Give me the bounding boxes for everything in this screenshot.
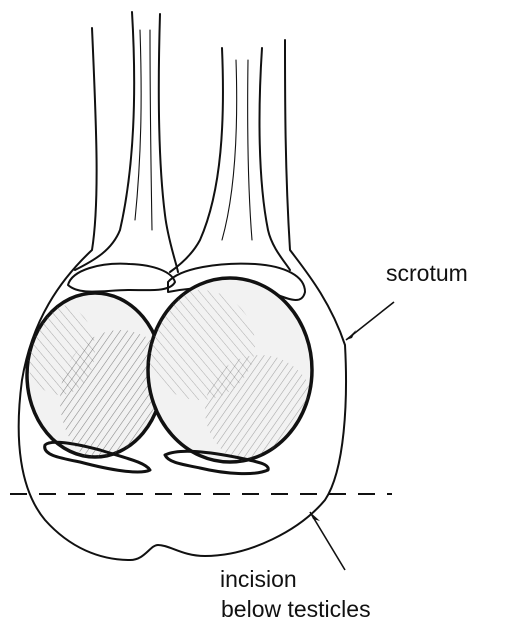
right-cord-vessel-2	[248, 60, 252, 240]
scrotum-arrowhead	[346, 330, 356, 340]
right-spermatic-cord	[170, 48, 223, 272]
right-cord-vessel	[222, 60, 237, 240]
left-cord-inner	[159, 14, 178, 272]
left-cord-vessel-2	[150, 30, 152, 230]
scrotum-label: scrotum	[386, 260, 468, 286]
incision-label-line1: incision	[220, 566, 297, 592]
incision-pointer	[310, 512, 345, 570]
left-epididymis	[68, 264, 175, 292]
incision-label-line2: below testicles	[221, 596, 371, 622]
left-spermatic-cord	[75, 12, 134, 270]
left-cord-vessel	[135, 30, 141, 220]
